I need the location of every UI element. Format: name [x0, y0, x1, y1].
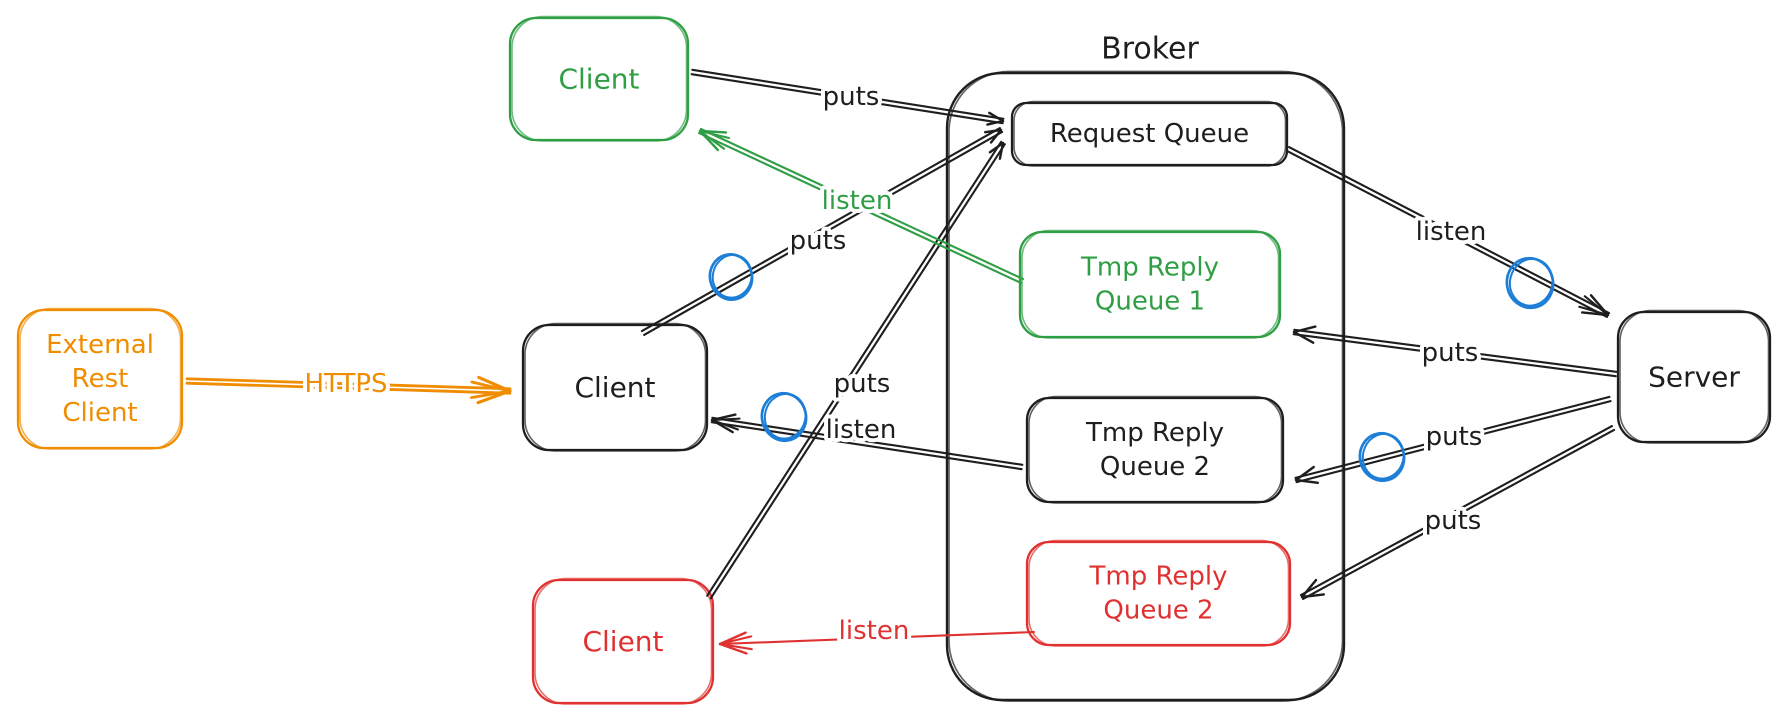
broker-label: Broker: [1101, 32, 1199, 67]
node-label: Client: [62, 398, 137, 428]
arrow-listen-tmp-queue-2-to-middle-client[interactable]: [710, 389, 1024, 471]
node-label: Client: [574, 371, 655, 404]
edge-label-puts-server-to-tmp-queue-2: puts: [1422, 418, 1487, 456]
node-request-queue[interactable]: Request Queue: [1010, 100, 1289, 167]
node-label: Request Queue: [1050, 119, 1249, 149]
edge-label-puts-middle-client-to-request-queue: puts: [786, 222, 851, 260]
arrow-puts-server-to-tmp-queue-2b[interactable]: [1299, 425, 1616, 600]
edge-label-text: puts: [790, 226, 847, 256]
edge-label-text: puts: [1426, 422, 1483, 452]
edge-label-listen-tmp-queue-2b-to-bottom-client: listen: [835, 612, 914, 650]
edge-label-puts-server-to-tmp-queue-2b: puts: [1421, 502, 1486, 540]
edge-label-text: listen: [839, 616, 910, 646]
arrow-listen-request-queue-to-server[interactable]: [1285, 145, 1611, 319]
edge-label-listen-tmp-queue-1-to-top-client: listen: [818, 182, 897, 220]
node-label: Queue 2: [1100, 452, 1210, 482]
edge-label-text: puts: [823, 82, 880, 112]
node-label: Rest: [72, 364, 129, 394]
arrow-puts-bottom-client-to-request-queue[interactable]: [706, 140, 1006, 600]
node-label: Tmp Reply: [1085, 418, 1224, 448]
edge-label-text: listen: [1416, 217, 1487, 247]
edge-label-text: puts: [1425, 506, 1482, 536]
arrow-listen-tmp-queue-1-to-top-client[interactable]: [698, 127, 1024, 285]
edge-label-puts-server-to-tmp-queue-1: puts: [1418, 334, 1483, 372]
edge-label-text: listen: [826, 415, 897, 445]
edge-label-text: HTTPS: [304, 369, 387, 399]
node-client-bottom[interactable]: Client: [531, 577, 715, 705]
node-label: Queue 2: [1103, 595, 1213, 625]
edge-label-text: puts: [1422, 338, 1479, 368]
edge-label-puts-top-client-to-request-queue: puts: [819, 78, 884, 116]
broker-container[interactable]: Broker: [945, 32, 1346, 702]
edge-label-text: puts: [834, 369, 891, 399]
node-server[interactable]: Server: [1616, 309, 1772, 444]
edge-label-text: listen: [822, 186, 893, 216]
arrow-listen-tmp-queue-2b-to-bottom-client[interactable]: [718, 630, 1036, 655]
edge-label-listen-tmp-queue-2-to-middle-client: listen: [822, 411, 901, 449]
arrow-https-external-to-middle-client[interactable]: [185, 375, 512, 405]
edge-label-https-external-to-middle-client: HTTPS: [300, 365, 391, 403]
arrow-puts-middle-client-to-request-queue[interactable]: [640, 127, 1004, 336]
arrow-puts-server-to-tmp-queue-2[interactable]: [1294, 395, 1612, 485]
node-label: Queue 1: [1095, 286, 1205, 316]
highlight-circle[interactable]: [1356, 429, 1409, 485]
edge-label-listen-request-queue-to-server: listen: [1412, 213, 1491, 251]
node-label: Client: [558, 63, 639, 96]
highlight-circle[interactable]: [1502, 254, 1557, 312]
node-label: Tmp Reply: [1080, 253, 1219, 283]
arrow-puts-server-to-tmp-queue-1[interactable]: [1292, 325, 1618, 378]
node-label: External: [46, 330, 154, 360]
node-label: Server: [1648, 361, 1740, 394]
arrow-puts-top-client-to-request-queue[interactable]: [690, 68, 1005, 126]
node-client-middle[interactable]: Client: [521, 322, 709, 452]
node-label: Tmp Reply: [1089, 562, 1228, 592]
highlight-circle[interactable]: [758, 389, 811, 445]
highlight-circle[interactable]: [706, 250, 757, 303]
node-client-top[interactable]: Client: [508, 15, 690, 142]
edge-label-puts-bottom-client-to-request-queue: puts: [830, 365, 895, 403]
node-label: Client: [582, 625, 663, 658]
